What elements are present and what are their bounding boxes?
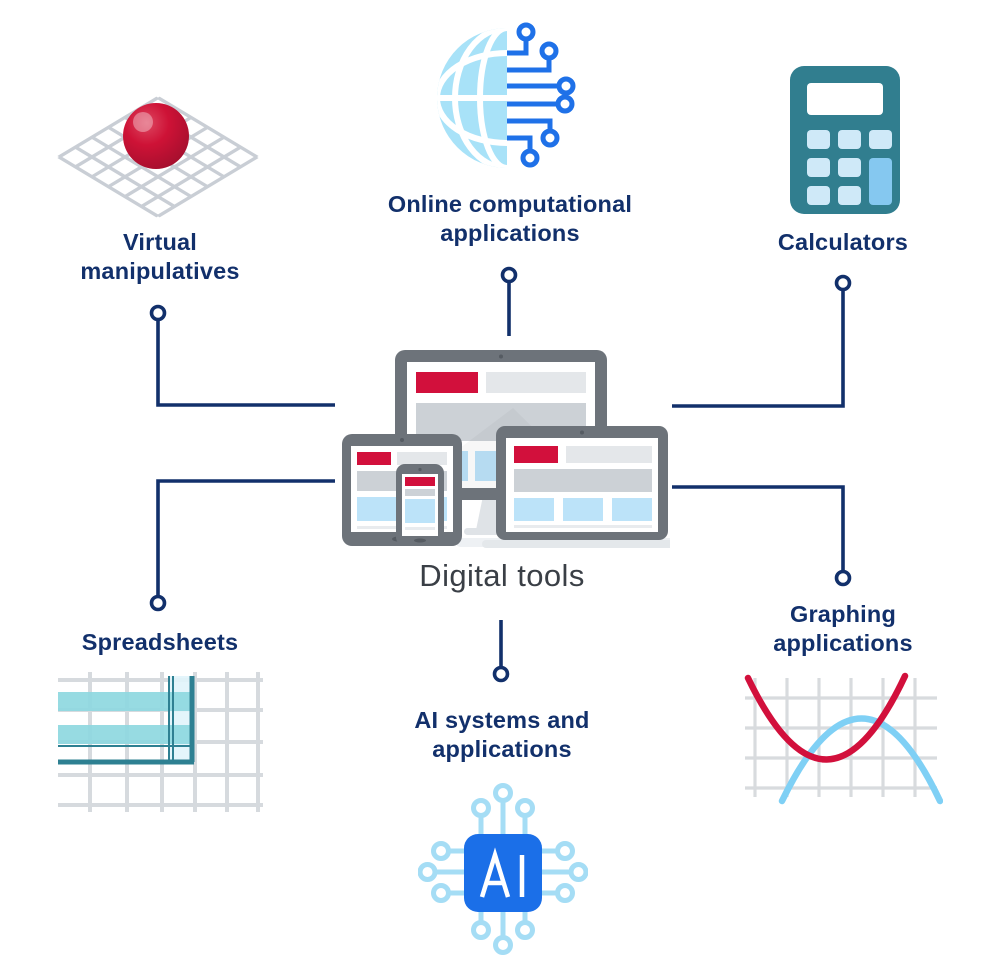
red-parabola xyxy=(744,672,909,763)
label-online-computational: Online computational applications xyxy=(387,191,633,246)
connector-endpoint xyxy=(500,266,518,284)
calculator-tall-key xyxy=(869,158,892,205)
connector-endpoint xyxy=(834,274,852,292)
calculator-icon xyxy=(790,66,900,214)
label-virtual-manipulatives: Virtual manipulatives xyxy=(80,229,240,284)
sphere-highlight xyxy=(133,112,153,132)
ai-chip-icon: AI xyxy=(418,783,588,955)
phone xyxy=(396,464,444,546)
connector-endpoint xyxy=(834,569,852,587)
calculator-keys xyxy=(807,130,892,205)
graph-grid xyxy=(745,678,937,797)
teal-row-bar xyxy=(58,725,192,744)
selection-border xyxy=(58,676,195,765)
circuit-traces xyxy=(507,22,576,168)
spreadsheet-icon xyxy=(58,672,263,812)
connector-virtual-manipulatives xyxy=(156,320,335,407)
connector-spreadsheets xyxy=(156,479,335,596)
chip-pins xyxy=(418,783,588,955)
connector-endpoint xyxy=(492,665,510,683)
label-digital-tools: Digital tools xyxy=(419,558,585,593)
chip-letters xyxy=(479,847,525,898)
laptop xyxy=(482,426,670,548)
connector-endpoint xyxy=(149,304,167,322)
sphere-on-grid-icon xyxy=(57,96,259,218)
connector-graphing xyxy=(672,485,845,571)
teal-row-bar xyxy=(58,692,192,711)
globe-circuit-icon xyxy=(437,22,576,168)
chip-body xyxy=(464,834,542,912)
globe-lines xyxy=(437,28,507,168)
highlighted-column xyxy=(168,676,192,762)
blue-parabola xyxy=(778,715,943,805)
red-sphere xyxy=(123,103,189,169)
graph-curves-icon xyxy=(744,672,943,805)
calculator-display xyxy=(807,83,883,115)
label-ai-systems: AI systems and applications xyxy=(414,707,590,762)
devices-icon xyxy=(342,350,670,548)
label-spreadsheets: Spreadsheets xyxy=(81,629,239,655)
label-calculators: Calculators xyxy=(777,229,909,255)
connector-calculators xyxy=(672,290,845,408)
connector-endpoint xyxy=(149,594,167,612)
label-graphing: Graphing applications xyxy=(773,601,913,656)
